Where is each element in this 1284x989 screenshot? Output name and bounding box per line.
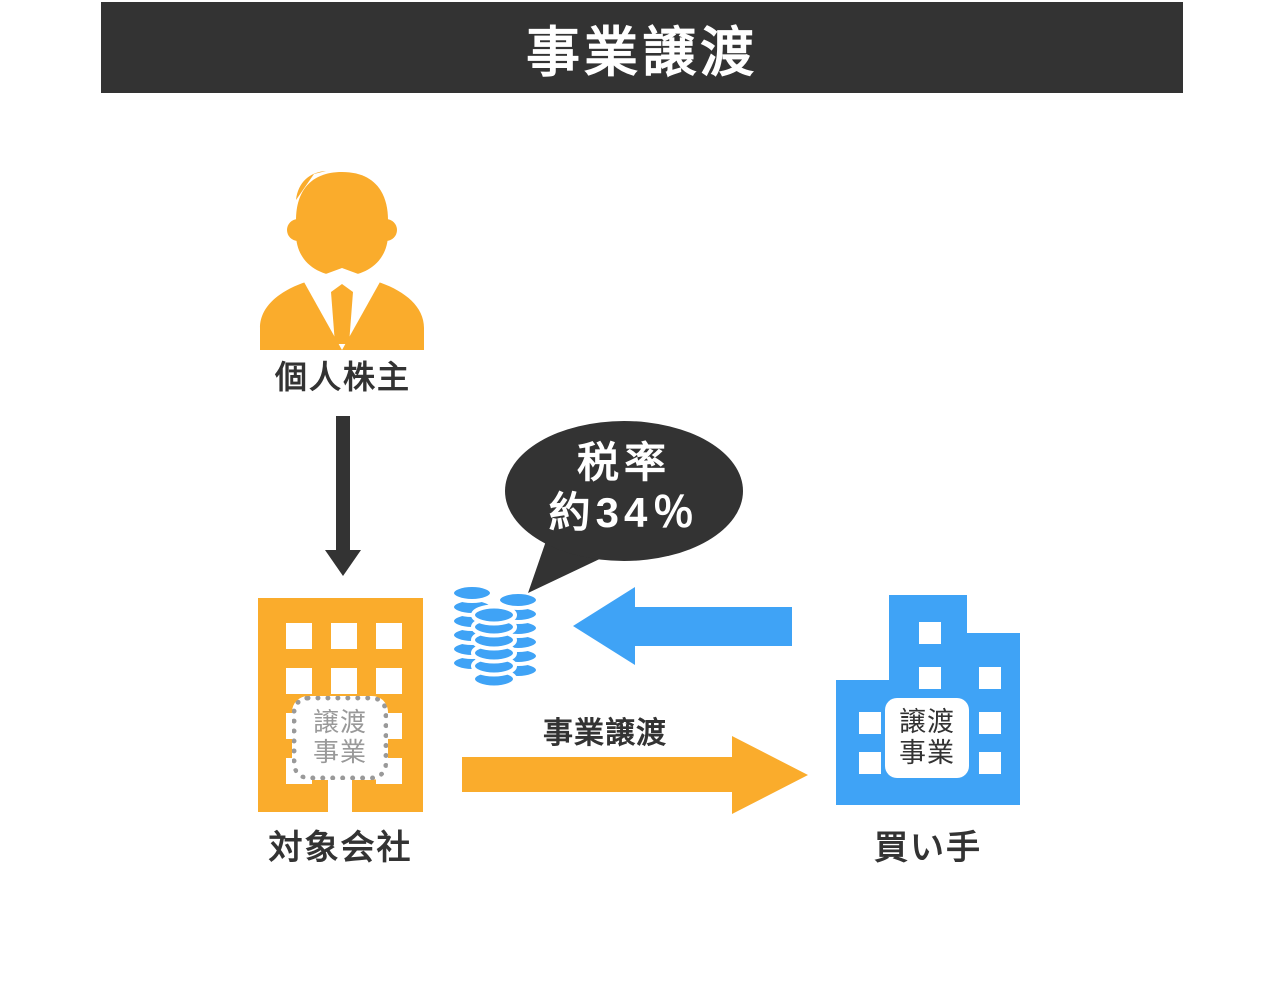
window <box>331 623 357 649</box>
window <box>979 667 1001 689</box>
coins-icon <box>450 583 540 690</box>
person-icon <box>260 171 424 350</box>
window <box>376 623 402 649</box>
door <box>328 776 352 812</box>
window <box>919 622 941 644</box>
payment-arrow-left <box>573 587 792 665</box>
transfer-business-line1: 譲渡 <box>899 706 955 737</box>
title-bar: 事業譲渡 <box>101 2 1183 93</box>
transfer-business-box-dotted: 譲渡 事業 <box>292 696 388 780</box>
window <box>859 712 881 734</box>
tax-bubble-text: 税率 約34％ <box>505 438 743 538</box>
window <box>979 752 1001 774</box>
diagram-title: 事業譲渡 <box>526 23 758 83</box>
target-company-building: 譲渡 事業 <box>258 598 423 812</box>
transfer-business-line2: 事業 <box>312 737 367 767</box>
transfer-arrow-label: 事業譲渡 <box>543 717 667 750</box>
window <box>331 668 357 694</box>
transfer-business-line2: 事業 <box>899 738 955 768</box>
target-company-label: 対象会社 <box>268 829 413 867</box>
window <box>919 667 941 689</box>
window <box>376 668 402 694</box>
tax-bubble <box>505 421 743 593</box>
buyer-label: 買い手 <box>874 829 982 867</box>
window <box>286 623 312 649</box>
transfer-arrow-right <box>462 736 808 814</box>
transfer-business-box-solid: 譲渡 事業 <box>885 698 969 778</box>
transfer-business-line1: 譲渡 <box>312 707 367 738</box>
buyer-building: 譲渡 事業 <box>836 595 1020 805</box>
down-arrow <box>325 416 361 576</box>
tax-bubble-line2: 約34％ <box>548 489 700 536</box>
shareholder-label: 個人株主 <box>274 359 411 395</box>
window <box>979 712 1001 734</box>
window <box>859 752 881 774</box>
building-wing-left <box>836 680 890 805</box>
tax-bubble-line1: 税率 <box>576 439 671 486</box>
window <box>286 668 312 694</box>
